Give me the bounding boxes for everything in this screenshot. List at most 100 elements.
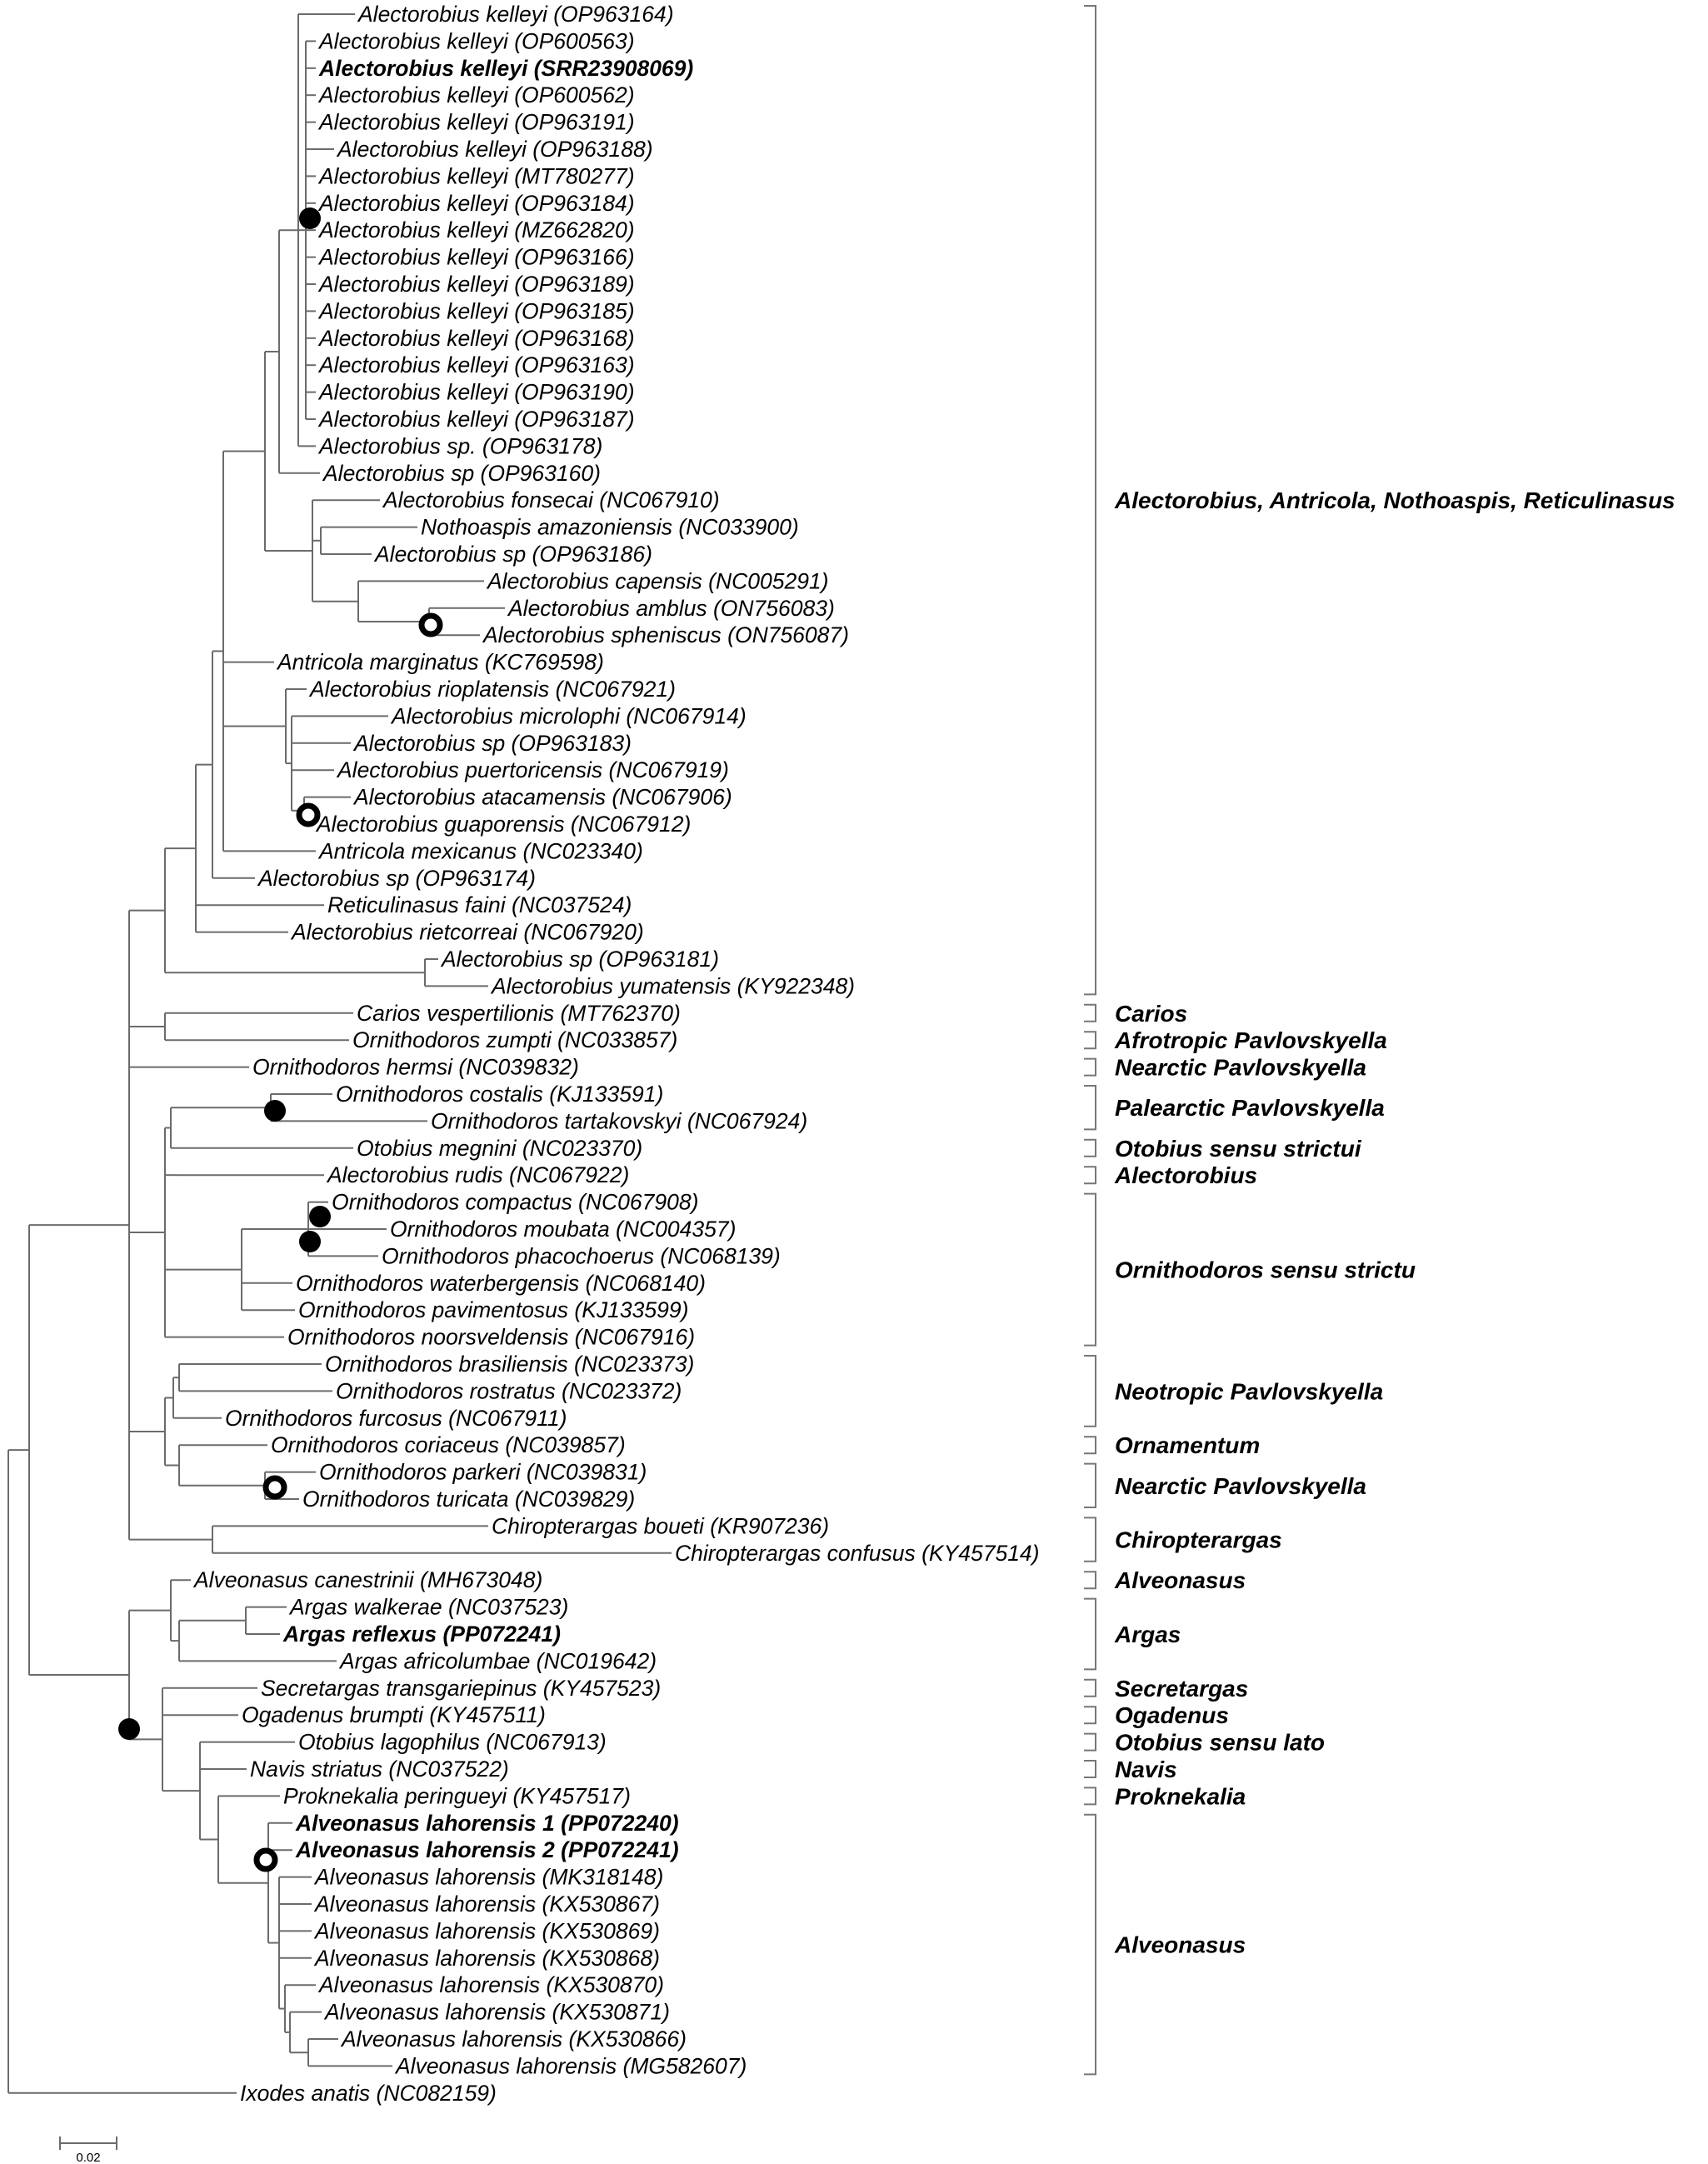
- clade-bracket: [1084, 5, 1096, 996]
- clade-label: Carios: [1115, 1001, 1187, 1027]
- clade-bracket: [1084, 1517, 1096, 1562]
- taxon-label: Carios vespertilionis (MT762370): [357, 1001, 681, 1026]
- taxon-label: Alectorobius kelleyi (OP963187): [317, 407, 635, 432]
- taxon-label: Alectorobius sp (OP963181): [440, 947, 719, 972]
- taxon-label: Ornithodoros turicata (NC039829): [302, 1487, 635, 1512]
- taxon-label: Alectorobius kelleyi (OP963190): [317, 380, 635, 405]
- taxon-label: Secretargas transgariepinus (KY457523): [261, 1676, 661, 1701]
- taxon-labels: Alectorobius kelleyi (OP963164)Alectorob…: [192, 2, 1040, 2106]
- taxon-label: Alectorobius kelleyi (OP600563): [317, 28, 635, 53]
- clade-label: Navis: [1115, 1757, 1177, 1782]
- taxon-label: Alectorobius sp (OP963160): [322, 461, 601, 486]
- scale-bar-label: 0.02: [76, 2151, 100, 2164]
- clade-label: Argas: [1114, 1622, 1181, 1647]
- support-marker-open: [418, 612, 443, 637]
- taxon-label: Alectorobius amblus (ON756083): [507, 596, 835, 621]
- taxon-label: Ornithodoros zumpti (NC033857): [352, 1027, 677, 1052]
- clade-bracket: [1084, 1760, 1096, 1778]
- taxon-label: Alectorobius sp (OP963186): [373, 542, 652, 567]
- clade-bracket: [1084, 1031, 1096, 1050]
- clade-label: Chiropterargas: [1115, 1527, 1282, 1553]
- taxon-label: Alectorobius yumatensis (KY922348): [490, 973, 855, 998]
- taxon-label: Argas reflexus (PP072241): [282, 1622, 561, 1647]
- taxon-label: Alectorobius kelleyi (OP963189): [317, 272, 635, 297]
- taxon-label: Alveonasus lahorensis 1 (PP072240): [295, 1811, 679, 1836]
- clade-bracket: [1084, 1732, 1096, 1752]
- taxon-label: Ogadenus brumpti (KY457511): [242, 1702, 546, 1727]
- taxon-label: Chiropterargas confusus (KY457514): [675, 1541, 1040, 1566]
- taxon-label: Alveonasus lahorensis (KX530868): [313, 1946, 660, 1971]
- taxon-label: Chiropterargas boueti (KR907236): [492, 1513, 829, 1538]
- taxon-label: Alectorobius rudis (NC067922): [326, 1162, 629, 1187]
- taxon-label: Nothoaspis amazoniensis (NC033900): [421, 515, 799, 540]
- taxon-label: Ornithodoros parkeri (NC039831): [319, 1460, 647, 1485]
- taxon-label: Alectorobius kelleyi (OP963166): [317, 245, 635, 270]
- clade-label: Alveonasus: [1114, 1932, 1246, 1958]
- taxon-label: Ornithodoros furcosus (NC067911): [225, 1406, 567, 1431]
- taxon-label: Alectorobius kelleyi (OP600562): [317, 82, 635, 107]
- support-marker-filled: [299, 1231, 321, 1252]
- taxon-label: Proknekalia peringueyi (KY457517): [283, 1783, 631, 1808]
- clade-label: Proknekalia: [1115, 1783, 1246, 1809]
- taxon-label: Alectorobius sp (OP963183): [352, 731, 632, 756]
- clade-label: Otobius sensu lato: [1115, 1730, 1325, 1756]
- clade-bracket: [1084, 1057, 1096, 1077]
- taxon-label: Antricola marginatus (KC769598): [276, 650, 604, 675]
- clade-label: Alectorobius, Antricola, Nothoaspis, Ret…: [1114, 487, 1676, 513]
- taxon-label: Alectorobius sp. (OP963178): [317, 433, 602, 458]
- taxon-label: Ornithodoros phacochoerus (NC068139): [382, 1243, 781, 1268]
- clade-bracket: [1084, 1787, 1096, 1806]
- clade-label: Ornamentum: [1115, 1432, 1260, 1458]
- taxon-label: Alectorobius rietcorreai (NC067920): [290, 920, 644, 945]
- taxon-label: Alectorobius kelleyi (OP963185): [317, 298, 635, 323]
- clade-label: Ogadenus: [1115, 1702, 1229, 1728]
- clade-bracket: [1084, 1355, 1096, 1427]
- node-markers: [118, 207, 443, 1872]
- taxon-label: Alectorobius puertoricensis (NC067919): [336, 757, 729, 782]
- clade-bracket: [1084, 1462, 1096, 1508]
- taxon-label: Alectorobius kelleyi (MT780277): [317, 163, 635, 188]
- taxon-label: Ornithodoros coriaceus (NC039857): [271, 1432, 626, 1457]
- clade-label: Secretargas: [1115, 1676, 1248, 1702]
- support-marker-open: [262, 1475, 287, 1500]
- clade-label: Nearctic Pavlovskyella: [1115, 1055, 1366, 1081]
- taxon-label: Alectorobius kelleyi (MZ662820): [317, 217, 635, 242]
- taxon-label: Alveonasus lahorensis (KX530870): [317, 1972, 664, 1997]
- taxon-label: Alectorobius spheniscus (ON756087): [482, 622, 849, 647]
- clade-brackets: Alectorobius, Antricola, Nothoaspis, Ret…: [1084, 5, 1676, 2076]
- taxon-label: Otobius megnini (NC023370): [357, 1136, 642, 1161]
- clade-label: Otobius sensu strictui: [1115, 1136, 1362, 1162]
- taxon-label: Ornithodoros costalis (KJ133591): [336, 1082, 663, 1107]
- taxon-label: Reticulinasus faini (NC037524): [327, 892, 632, 917]
- taxon-label: Alectorobius kelleyi (OP963191): [317, 110, 635, 135]
- taxon-label: Ornithodoros waterbergensis (NC068140): [296, 1271, 706, 1296]
- clade-label: Alveonasus: [1114, 1567, 1246, 1593]
- support-marker-open: [296, 802, 321, 827]
- taxon-label: Alectorobius rioplatensis (NC067921): [308, 677, 676, 702]
- taxon-label: Ornithodoros pavimentosus (KJ133599): [298, 1297, 688, 1322]
- taxon-label: Alectorobius fonsecai (NC067910): [382, 487, 720, 512]
- scale-bar: 0.02: [59, 2137, 117, 2164]
- clade-bracket: [1084, 1436, 1096, 1455]
- taxon-label: Ornithodoros moubata (NC004357): [390, 1217, 736, 1242]
- taxon-label: Ixodes anatis (NC082159): [240, 2081, 497, 2106]
- taxon-label: Ornithodoros noorsveldensis (NC067916): [287, 1325, 695, 1350]
- clade-bracket: [1084, 1138, 1096, 1157]
- taxon-label: Alveonasus lahorensis (KX530866): [340, 2027, 687, 2052]
- taxon-label: Ornithodoros tartakovskyi (NC067924): [431, 1108, 807, 1133]
- clade-bracket: [1084, 1813, 1096, 2076]
- taxon-label: Alectorobius kelleyi (SRR23908069): [318, 56, 693, 81]
- clade-bracket: [1084, 1678, 1096, 1697]
- taxon-label: Alectorobius guaporensis (NC067912): [315, 812, 691, 837]
- clade-bracket: [1084, 1571, 1096, 1590]
- taxon-label: Otobius lagophilus (NC067913): [298, 1730, 607, 1755]
- taxon-label: Alveonasus lahorensis (KX530869): [313, 1918, 660, 1943]
- taxon-label: Alectorobius sp (OP963174): [257, 866, 536, 891]
- clade-label: Palearctic Pavlovskyella: [1115, 1095, 1385, 1121]
- tree-branches: [7, 13, 672, 2094]
- support-marker-filled: [118, 1718, 140, 1740]
- support-marker-filled: [299, 207, 321, 229]
- taxon-label: Alectorobius kelleyi (OP963188): [336, 137, 653, 162]
- taxon-label: Alveonasus lahorensis (KX530871): [323, 2000, 670, 2025]
